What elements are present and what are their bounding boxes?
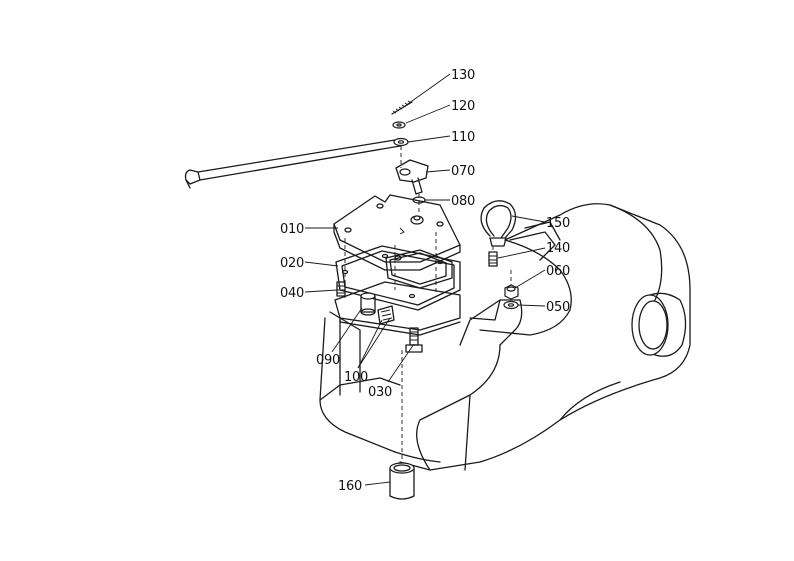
label-030: 030 bbox=[368, 385, 392, 400]
bolt-040 bbox=[336, 281, 346, 297]
label-020: 020 bbox=[280, 256, 304, 271]
gasket bbox=[335, 245, 461, 311]
label-070: 070 bbox=[451, 164, 475, 179]
sleeve bbox=[389, 462, 415, 500]
part-labels: 130 120 110 070 080 010 150 140 020 060 … bbox=[280, 68, 570, 494]
bolt-030 bbox=[405, 327, 423, 353]
governor-lever bbox=[395, 146, 429, 195]
label-090: 090 bbox=[316, 353, 340, 368]
washer-upper bbox=[392, 121, 406, 129]
bracket bbox=[377, 305, 395, 325]
label-150: 150 bbox=[546, 216, 570, 231]
label-100: 100 bbox=[344, 370, 368, 385]
engine-housing bbox=[319, 203, 691, 471]
washer-lower bbox=[393, 137, 409, 147]
lower-plate bbox=[334, 232, 461, 336]
label-060: 060 bbox=[546, 264, 570, 279]
spring-pin bbox=[391, 100, 413, 115]
governor-rod bbox=[184, 139, 401, 189]
label-010: 010 bbox=[280, 222, 304, 237]
nut bbox=[504, 270, 519, 300]
cover-plate bbox=[333, 194, 461, 271]
lifting-hook bbox=[480, 200, 517, 247]
label-050: 050 bbox=[546, 300, 570, 315]
label-080: 080 bbox=[451, 194, 475, 209]
label-110: 110 bbox=[451, 130, 475, 145]
bushing bbox=[360, 292, 376, 316]
label-040: 040 bbox=[280, 286, 304, 301]
label-120: 120 bbox=[451, 99, 475, 114]
label-130: 130 bbox=[451, 68, 475, 83]
leader-lines bbox=[304, 73, 546, 486]
washer-050 bbox=[503, 300, 519, 310]
o-ring bbox=[412, 194, 426, 212]
label-160: 160 bbox=[338, 479, 362, 494]
round-cover bbox=[631, 292, 687, 357]
stud-bolt bbox=[488, 246, 498, 267]
label-140: 140 bbox=[546, 241, 570, 256]
